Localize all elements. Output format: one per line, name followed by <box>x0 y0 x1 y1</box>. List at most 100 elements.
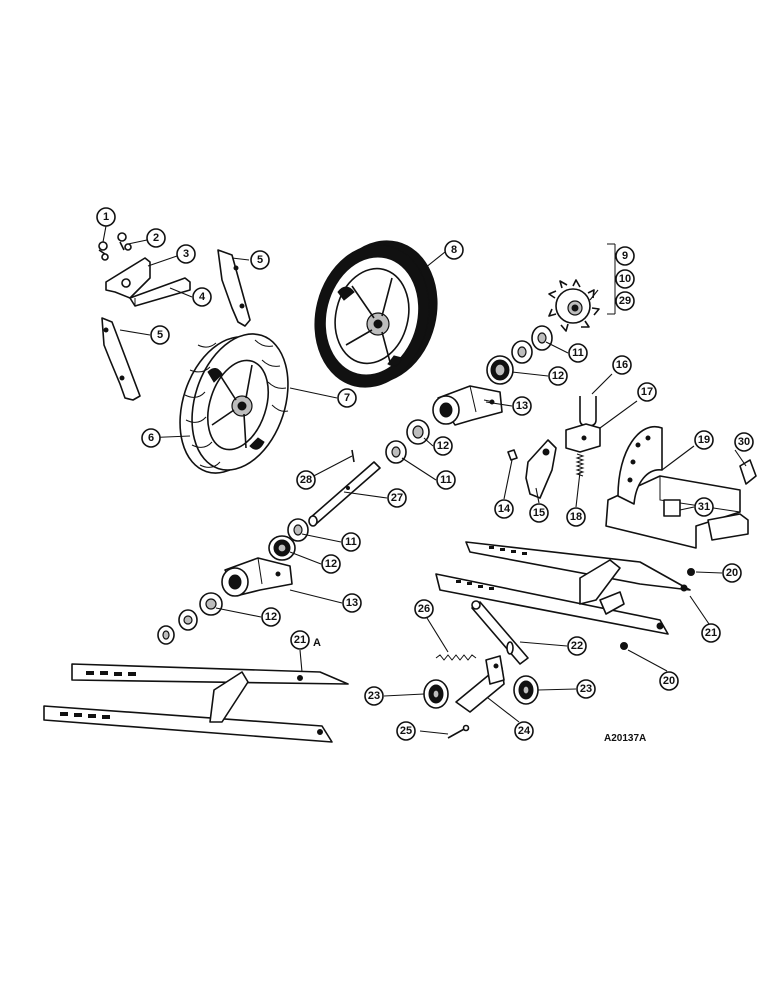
roller-part <box>423 679 449 709</box>
callout-23-left: 23 <box>364 686 384 706</box>
callout-20-lower: 20 <box>659 671 679 691</box>
callout-12-middle: 12 <box>433 436 453 456</box>
clevis-pin-head <box>462 724 470 732</box>
svg-text:5: 5 <box>257 254 263 266</box>
svg-text:12: 12 <box>552 370 564 382</box>
callout-22: 22 <box>567 636 587 656</box>
bolt-part <box>98 232 132 261</box>
bearing-part <box>157 625 175 645</box>
callout-7: 7 <box>337 388 357 408</box>
callout-11-upper: 11 <box>568 343 588 363</box>
svg-text:5: 5 <box>157 329 163 341</box>
callout-27: 27 <box>387 488 407 508</box>
callout-31: 31 <box>694 497 714 517</box>
pivot-arm-part <box>471 600 529 665</box>
svg-text:23: 23 <box>580 683 592 695</box>
callout-19: 19 <box>694 430 714 450</box>
svg-text:21: 21 <box>294 634 306 646</box>
callout-30: 30 <box>734 432 754 452</box>
svg-text:15: 15 <box>533 507 545 519</box>
callout-16: 16 <box>612 355 632 375</box>
callout-21a-suffix: A <box>313 637 321 649</box>
svg-text:6: 6 <box>148 432 154 444</box>
svg-text:11: 11 <box>345 536 357 548</box>
callout-29: 29 <box>615 291 635 311</box>
callout-28: 28 <box>296 470 316 490</box>
svg-text:3: 3 <box>183 248 189 260</box>
link-bracket-part <box>455 655 505 713</box>
scraper-blade-part <box>217 249 251 327</box>
block-part <box>507 449 518 461</box>
rubber-wheel-part <box>314 240 438 388</box>
callout-4: 4 <box>192 287 212 307</box>
callout-12-upper: 12 <box>548 366 568 386</box>
spring-bracket-part <box>565 423 601 453</box>
cam-lever-part <box>525 439 557 499</box>
callout-17: 17 <box>637 382 657 402</box>
svg-text:25: 25 <box>400 725 412 737</box>
pin-part <box>351 449 355 463</box>
bearing-bracket-part <box>221 557 293 597</box>
nut-part <box>687 568 695 576</box>
angle-bracket-part <box>129 277 191 307</box>
svg-text:8: 8 <box>451 244 457 256</box>
svg-text:13: 13 <box>516 400 528 412</box>
press-wheel-part <box>179 333 289 474</box>
leader-lines <box>102 225 747 735</box>
callout-12-bottom: 12 <box>261 607 281 627</box>
svg-text:12: 12 <box>437 440 449 452</box>
roller-part <box>513 675 539 705</box>
callout-1: 1 <box>96 207 116 227</box>
scraper-blade-part <box>101 317 141 401</box>
svg-text:12: 12 <box>265 611 277 623</box>
svg-text:11: 11 <box>440 474 452 486</box>
bearing-part <box>178 609 198 631</box>
svg-text:26: 26 <box>418 603 430 615</box>
depth-frame-part <box>605 425 757 549</box>
callout-14: 14 <box>494 499 514 519</box>
bearing-part <box>531 325 553 351</box>
svg-text:14: 14 <box>498 503 511 515</box>
callout-5-lower: 5 <box>150 325 170 345</box>
svg-text:29: 29 <box>619 295 631 307</box>
callout-12-lower: 12 <box>321 554 341 574</box>
callout-2: 2 <box>146 228 166 248</box>
clevis-pin-part <box>447 727 467 739</box>
svg-text:31: 31 <box>698 501 710 513</box>
callout-21: 21 <box>701 623 721 643</box>
svg-text:22: 22 <box>571 640 583 652</box>
callout-5-upper: 5 <box>250 250 270 270</box>
extension-spring-part <box>435 654 477 661</box>
svg-text:1: 1 <box>103 211 109 223</box>
callout-20-upper: 20 <box>722 563 742 583</box>
callout-18: 18 <box>566 507 586 527</box>
svg-text:11: 11 <box>572 347 584 359</box>
callout-24: 24 <box>514 721 534 741</box>
callout-25: 25 <box>396 721 416 741</box>
svg-text:7: 7 <box>344 392 350 404</box>
spring-part <box>575 453 585 477</box>
svg-text:20: 20 <box>663 675 675 687</box>
nut-part <box>620 642 628 650</box>
main-frame-part <box>435 541 691 635</box>
scraper-bracket-part <box>105 257 151 299</box>
callout-21a: 21 <box>290 630 310 650</box>
callout-23-right: 23 <box>576 679 596 699</box>
svg-text:16: 16 <box>616 359 628 371</box>
bearing-part <box>199 592 223 616</box>
svg-text:28: 28 <box>300 474 312 486</box>
svg-text:9: 9 <box>622 250 628 262</box>
callout-8: 8 <box>444 240 464 260</box>
svg-text:12: 12 <box>325 558 337 570</box>
svg-text:19: 19 <box>698 434 710 446</box>
bearing-part <box>511 340 533 364</box>
bearing-part <box>406 419 430 445</box>
callout-13-lower: 13 <box>342 593 362 613</box>
bearing-housing-part <box>268 535 296 561</box>
svg-text:17: 17 <box>641 386 653 398</box>
sprocket-part <box>548 279 600 332</box>
callout-3: 3 <box>176 244 196 264</box>
u-bolt-part <box>579 396 597 427</box>
svg-text:2: 2 <box>153 232 159 244</box>
